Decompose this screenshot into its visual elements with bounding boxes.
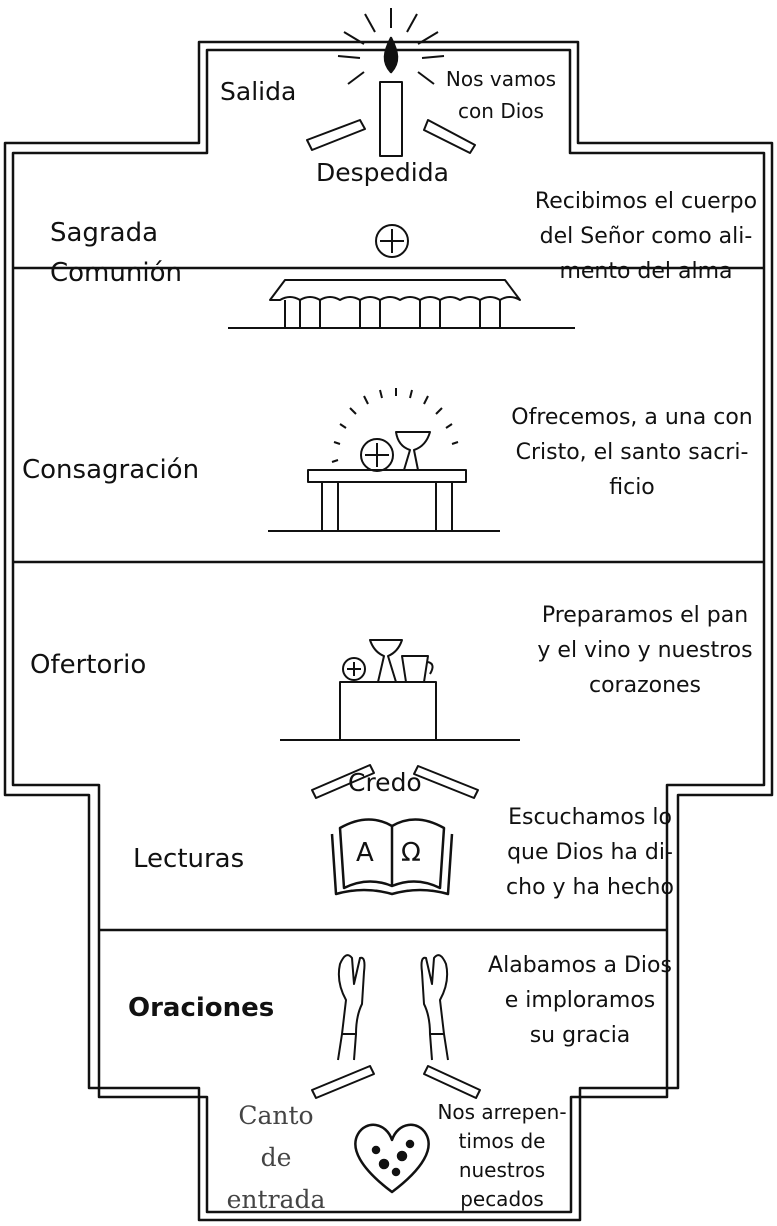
oraciones-title: Oraciones (128, 993, 275, 1023)
ofertorio-desc: Preparamos el pan y el vino y nuestros c… (525, 598, 765, 703)
ofertorio-title: Ofertorio (30, 650, 147, 680)
offertory-icon (280, 639, 520, 741)
book-omega: Ω (401, 838, 421, 868)
ofertorio-desc-line: Preparamos el pan (541, 603, 749, 628)
outer-border (3, 40, 774, 1222)
lecturas-desc-line: que Dios ha di- (507, 840, 673, 865)
entrada-title-line: Canto (238, 1101, 314, 1130)
entrada-title-line: de (260, 1143, 292, 1172)
oraciones-desc: Alabamos a Dios e imploramos su gracia (480, 948, 680, 1053)
entrada-title-line: entrada (226, 1185, 326, 1214)
salida-desc: Nos vamos con Dios (440, 63, 562, 127)
comunion-title-line: Sagrada (50, 218, 158, 248)
comunion-desc-line: del Señor como ali- (539, 224, 753, 249)
despedida-label: Despedida (316, 158, 449, 187)
heart-icon (354, 1123, 430, 1194)
lecturas-desc-line: Escuchamos lo (508, 805, 672, 830)
comunion-title-line: Comunión (50, 258, 182, 288)
entrada-desc-line: Nos arrepen- (437, 1100, 567, 1124)
comunion-desc-line: Recibimos el cuerpo (534, 189, 758, 214)
open-book-icon (330, 818, 454, 896)
lecturas-title: Lecturas (133, 844, 245, 874)
praying-hands-icon (337, 954, 449, 1061)
inner-border (11, 48, 766, 1214)
consagracion-desc: Ofrecemos, a una con Cristo, el santo sa… (500, 400, 764, 505)
consecration-altar-icon (268, 388, 500, 532)
ofertorio-desc-line: y el vino y nuestros (537, 638, 753, 663)
lecturas-desc-line: cho y ha hecho (506, 875, 674, 900)
entrada-desc-line: nuestros (458, 1158, 546, 1182)
door-credo (311, 764, 479, 799)
door-top (306, 119, 476, 154)
communion-table-icon (228, 224, 575, 329)
oraciones-desc-line: e imploramos (504, 988, 656, 1013)
consagracion-desc-line: Ofrecemos, a una con (511, 405, 753, 430)
comunion-title: Sagrada Comunión (50, 213, 182, 293)
entrada-title: Canto de entrada (215, 1095, 337, 1221)
salida-desc-line: Nos vamos (445, 67, 557, 91)
consagracion-title: Consagración (22, 455, 200, 485)
salida-title: Salida (220, 77, 297, 106)
oraciones-desc-line: su gracia (529, 1023, 631, 1048)
comunion-desc-line: mento del alma (559, 259, 733, 284)
salida-desc-line: con Dios (458, 99, 544, 123)
candle-icon (337, 8, 445, 157)
consagracion-desc-line: ficio (609, 475, 655, 500)
consagracion-desc-line: Cristo, el santo sacri- (515, 440, 749, 465)
entrada-desc-line: timos de (458, 1129, 546, 1153)
entrada-desc: Nos arrepen- timos de nuestros pecados (434, 1098, 570, 1214)
book-alpha: A (356, 838, 374, 868)
door-bottom (311, 1065, 481, 1099)
lecturas-desc: Escuchamos lo que Dios ha di- cho y ha h… (490, 800, 690, 905)
ofertorio-desc-line: corazones (588, 673, 702, 698)
entrada-desc-line: pecados (460, 1187, 544, 1211)
credo-label: Credo (348, 768, 422, 797)
oraciones-desc-line: Alabamos a Dios (488, 953, 672, 978)
comunion-desc: Recibimos el cuerpo del Señor como ali- … (530, 184, 762, 289)
